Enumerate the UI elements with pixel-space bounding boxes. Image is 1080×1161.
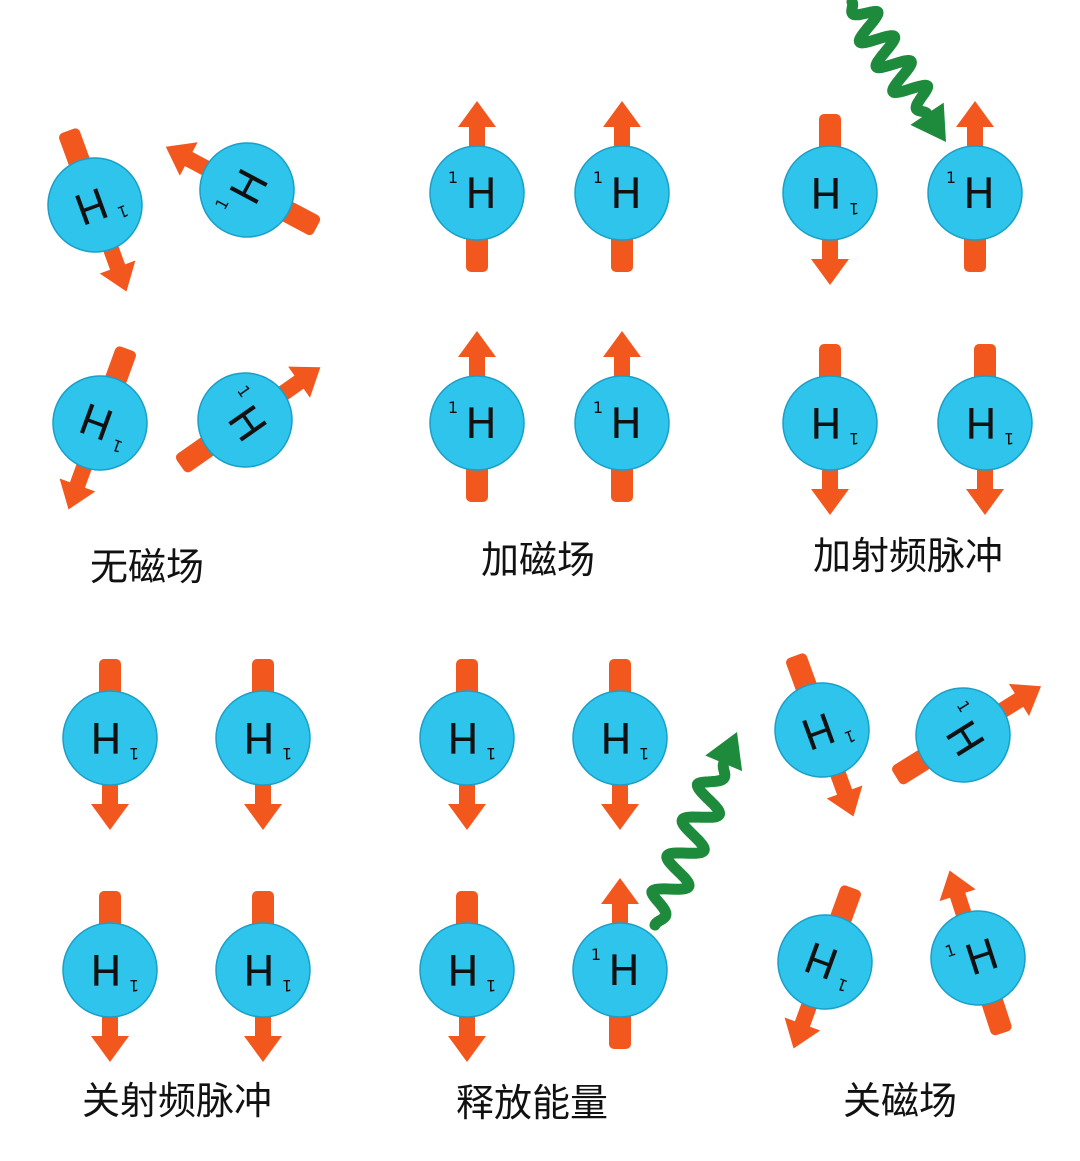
proton-superscript: 1	[593, 168, 603, 187]
hydrogen-proton: H1	[574, 101, 670, 272]
proton-sphere	[197, 372, 293, 468]
proton-label: H	[810, 398, 842, 447]
rf-wave-icon	[846, 0, 946, 142]
proton-sphere	[915, 687, 1011, 783]
proton-label: H	[90, 945, 122, 994]
proton-sphere	[215, 922, 311, 1018]
proton-sphere	[429, 375, 525, 471]
proton-superscript: 1	[593, 398, 603, 417]
caption-rf-on: 加射频脉冲	[812, 534, 1004, 578]
proton-label: H	[243, 945, 275, 994]
proton-superscript: 1	[129, 976, 139, 995]
hydrogen-proton: H1	[927, 101, 1023, 272]
proton-superscript: 1	[1004, 429, 1014, 448]
proton-superscript: 1	[282, 744, 292, 763]
hydrogen-proton: H1	[165, 142, 321, 238]
proton-sphere	[774, 682, 870, 778]
proton-superscript: 1	[448, 168, 458, 187]
proton-label: H	[447, 713, 479, 762]
caption-energy-release: 释放能量	[455, 1081, 609, 1125]
proton-sphere	[782, 375, 878, 471]
proton-sphere	[930, 910, 1026, 1006]
proton-superscript: 1	[486, 976, 496, 995]
hydrogen-proton: H1	[52, 346, 148, 510]
proton-sphere	[572, 690, 668, 786]
proton-sphere	[419, 690, 515, 786]
proton-sphere	[927, 145, 1023, 241]
hydrogen-proton: H1	[429, 331, 525, 502]
proton-label: H	[965, 398, 997, 447]
caption-rf-off: 关射频脉冲	[81, 1079, 273, 1123]
caption-no-field: 无磁场	[89, 545, 205, 589]
proton-label: H	[447, 945, 479, 994]
waves-layer	[646, 0, 946, 931]
caption-field-off: 关磁场	[842, 1079, 958, 1123]
hydrogen-proton: H1	[892, 683, 1042, 785]
rf-wave-icon	[646, 732, 743, 931]
proton-superscript: 1	[946, 168, 956, 187]
proton-sphere	[429, 145, 525, 241]
proton-sphere	[215, 690, 311, 786]
proton-superscript: 1	[849, 199, 859, 218]
proton-sphere	[574, 375, 670, 471]
hydrogen-proton: H1	[930, 870, 1026, 1036]
proton-label: H	[610, 399, 642, 448]
proton-superscript: 1	[639, 744, 649, 763]
proton-superscript: 1	[849, 429, 859, 448]
proton-label: H	[610, 169, 642, 218]
proton-sphere	[782, 145, 878, 241]
proton-label: H	[90, 713, 122, 762]
proton-sphere	[52, 375, 148, 471]
proton-label: H	[600, 713, 632, 762]
proton-sphere	[419, 922, 515, 1018]
hydrogen-proton: H1	[777, 885, 873, 1049]
caption-field-on: 加磁场	[480, 538, 596, 582]
proton-label: H	[810, 168, 842, 217]
proton-sphere	[47, 157, 143, 253]
proton-sphere	[937, 375, 1033, 471]
proton-sphere	[574, 145, 670, 241]
proton-superscript: 1	[591, 945, 601, 964]
proton-sphere	[199, 142, 295, 238]
hydrogen-proton: H1	[572, 878, 668, 1049]
proton-label: H	[243, 713, 275, 762]
proton-superscript: 1	[448, 398, 458, 417]
proton-label: H	[608, 946, 640, 995]
proton-superscript: 1	[282, 976, 292, 995]
proton-superscript: 1	[486, 744, 496, 763]
proton-sphere	[572, 922, 668, 1018]
proton-sphere	[62, 690, 158, 786]
proton-label: H	[963, 169, 995, 218]
hydrogen-proton: H1	[429, 101, 525, 272]
hydrogen-proton: H1	[175, 366, 321, 473]
proton-sphere	[62, 922, 158, 1018]
proton-superscript: 1	[129, 744, 139, 763]
proton-label: H	[465, 399, 497, 448]
proton-sphere	[777, 914, 873, 1010]
hydrogen-proton: H1	[574, 331, 670, 502]
proton-label: H	[465, 169, 497, 218]
